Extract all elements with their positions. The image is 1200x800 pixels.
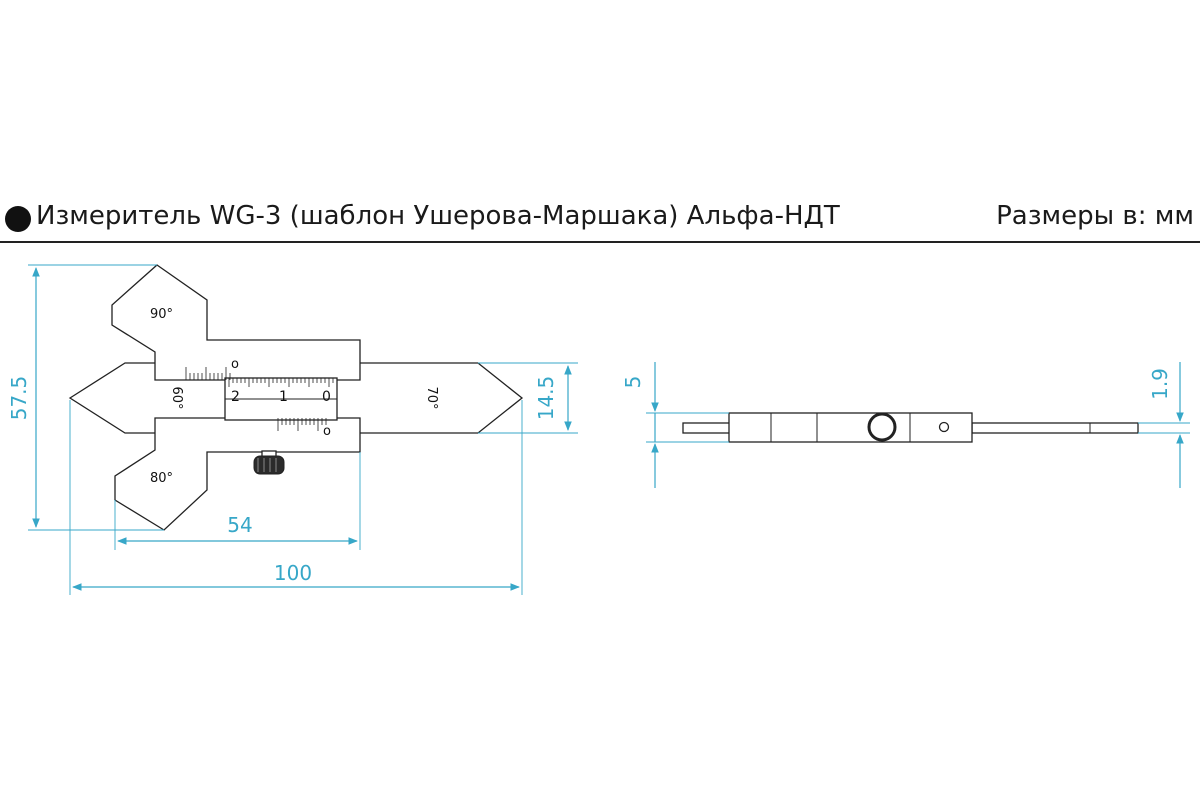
dim-total-length-label: 100 (274, 561, 312, 585)
front-view: 90° 80° 60° 70° 2 1 0 o o 57.5 54 100 14… (7, 264, 578, 595)
slider-scale (228, 378, 334, 387)
scale-zero-bottom: o (323, 424, 331, 439)
angle-top-label: 90° (150, 307, 173, 322)
dim-blade-height-label: 14.5 (534, 376, 558, 421)
side-knob-icon (867, 412, 897, 442)
page-title: Измеритель WG-3 (шаблон Ушерова-Маршака)… (36, 201, 840, 231)
top-scale (185, 367, 231, 380)
side-blade-left (682, 422, 732, 434)
angle-bottom-label: 80° (150, 471, 173, 486)
scale-number-2: 2 (231, 389, 240, 405)
side-pin-icon (938, 421, 950, 433)
dim-thickness-label: 5 (621, 376, 645, 389)
lower-body (114, 417, 361, 531)
dim-body-width-label: 54 (227, 513, 252, 537)
scale-number-1: 1 (279, 389, 288, 405)
header: Измеритель WG-3 (шаблон Ушерова-Маршака)… (0, 196, 1200, 244)
angle-right-label: 70° (424, 386, 439, 409)
scale-zero-top: o (231, 357, 239, 372)
angle-left-label: 60° (169, 386, 184, 409)
scale-number-0: 0 (322, 389, 331, 405)
lock-knob (253, 450, 285, 475)
header-rule (0, 241, 1200, 243)
dim-height-label: 57.5 (7, 376, 31, 421)
bottom-scale (277, 418, 327, 431)
units-label: Размеры в: мм (996, 201, 1194, 231)
side-view: 5 1.9 (621, 362, 1190, 488)
side-blade-right (971, 422, 1139, 434)
bullet-icon (5, 206, 31, 232)
dim-blade-thickness-label: 1.9 (1148, 368, 1172, 400)
side-body (728, 412, 973, 443)
